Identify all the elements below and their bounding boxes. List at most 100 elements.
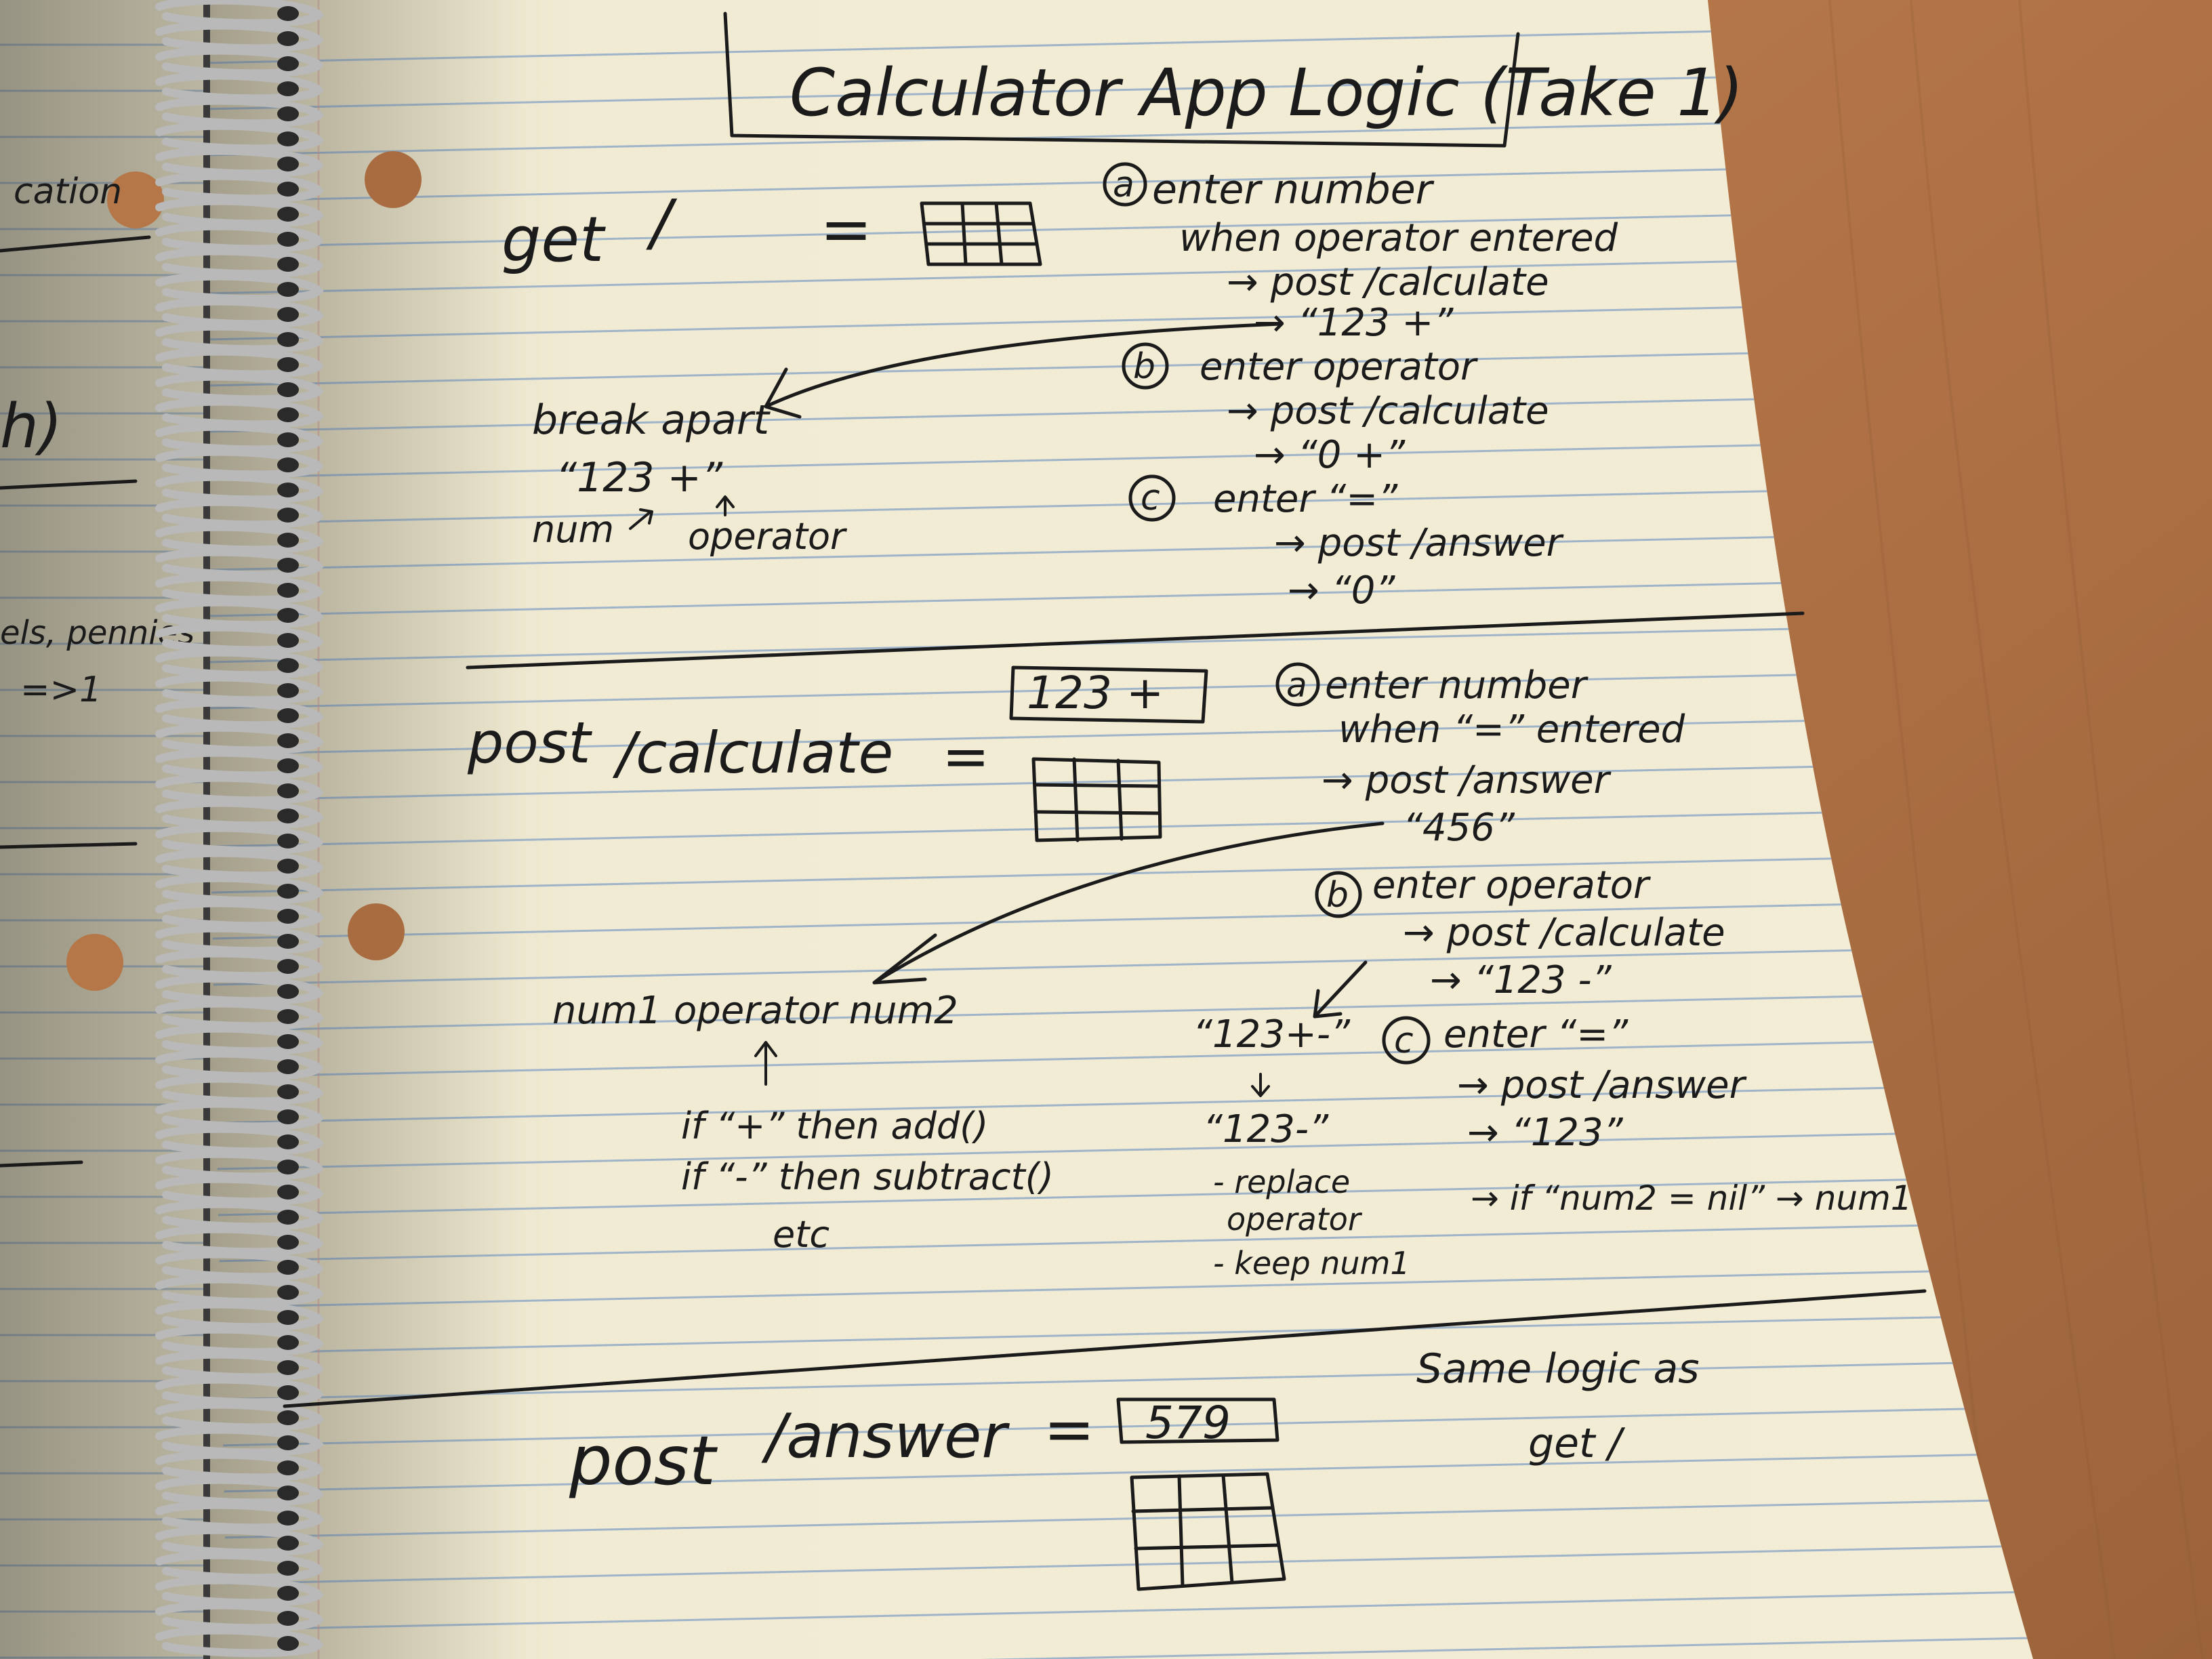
get-step-c-marker: c [1141, 478, 1160, 518]
get-step-c-line-2: → post /answer [1274, 521, 1564, 565]
spiral-hole [277, 508, 299, 523]
calculate-rule-1: if “+” then add() [681, 1105, 988, 1147]
calculate-section-divider [283, 1289, 1927, 1408]
spiral-hole [277, 357, 299, 372]
spiral-hole [277, 1084, 299, 1099]
spiral-hole [277, 1285, 299, 1300]
calculate-step-c-line-3: → “123” [1467, 1111, 1624, 1155]
spiral-hole [277, 382, 299, 397]
calculate-step-b-line-3: → “123 -” [1430, 958, 1612, 1002]
spiral-hole [277, 1235, 299, 1250]
calculate-display-value: 123 + [1027, 667, 1164, 719]
spiral-hole [277, 1586, 299, 1601]
spiral-hole [277, 1636, 299, 1651]
get-step-a-line-3: → post /calculate [1227, 260, 1549, 304]
spiral-hole [277, 733, 299, 748]
get-arrow-up-operator [716, 495, 735, 516]
spiral-hole [277, 207, 299, 222]
calculate-long-arrow [872, 821, 1385, 985]
calculate-step-a-line-1: enter number [1325, 663, 1589, 708]
spiral-coil [155, 1626, 324, 1658]
calculate-replace-note-3: - keep num1 [1213, 1245, 1410, 1282]
calculate-route-label: post [467, 710, 592, 776]
punch-hole-right-1 [365, 151, 422, 208]
get-step-b-line-1: enter operator [1200, 345, 1478, 389]
get-section-divider [466, 611, 1805, 670]
spiral-hole [277, 1210, 299, 1225]
spiral-hole [277, 1009, 299, 1024]
spiral-hole [277, 1034, 299, 1049]
spiral-hole [277, 558, 299, 573]
get-route-label: get [501, 203, 606, 276]
calculate-equals: = [942, 723, 989, 790]
spiral-hole [277, 533, 299, 548]
calculator-grid-sketch-1 [920, 201, 1042, 266]
spiral-hole [277, 658, 299, 673]
get-step-c: c enter “=” → post /answer → “0” [1128, 474, 1564, 613]
spiral-hole [277, 1059, 299, 1074]
spiral-hole [277, 1410, 299, 1425]
spiral-binding [155, 0, 324, 1659]
spiral-hole [277, 608, 299, 623]
spiral-hole [277, 884, 299, 899]
calculate-step-b-line-2: → post /calculate [1403, 911, 1725, 955]
spiral-hole [277, 131, 299, 146]
spiral-hole [277, 1310, 299, 1325]
calculate-arrow-up-operator [754, 1041, 777, 1086]
title-box: Calculator App Logic (Take 1) [723, 12, 1744, 148]
spiral-hole [277, 808, 299, 823]
spiral-hole [277, 1435, 299, 1450]
section-get: get / = a enter number when operator ent… [466, 162, 1805, 670]
get-step-a: a enter number when operator entered → p… [1103, 162, 1618, 345]
left-fragment-2: h) [0, 391, 62, 462]
answer-route-path: /answer [761, 1401, 1010, 1472]
calculate-rule-2: if “-” then subtract() [681, 1155, 1054, 1198]
spiral-hole [277, 758, 299, 773]
get-equals: = [820, 193, 872, 266]
get-breakdown-num: num [532, 508, 614, 551]
calculate-step-a-line-2: when “=” entered [1338, 708, 1685, 752]
left-fragment-4: =>1 [20, 670, 102, 710]
spiral-hole [277, 332, 299, 347]
calculate-step-c-marker: c [1394, 1021, 1414, 1061]
spiral-hole [277, 1385, 299, 1400]
calculate-replace-to: “123-” [1203, 1107, 1329, 1151]
spiral-hole [277, 483, 299, 497]
spiral-hole [277, 257, 299, 272]
calculate-step-b: b enter operator → post /calculate → “12… [1315, 863, 1725, 1002]
spiral-hole [277, 232, 299, 247]
get-step-b-marker: b [1133, 346, 1155, 387]
calculator-grid-sketch-3 [1130, 1472, 1286, 1591]
spiral-hole [277, 1335, 299, 1350]
spiral-hole [277, 1134, 299, 1149]
spiral-hole [277, 182, 299, 197]
answer-note-2: get / [1528, 1420, 1626, 1467]
spiral-hole [277, 6, 299, 21]
calculate-replace-note-2: operator [1227, 1201, 1363, 1237]
calculate-display-box: 123 + [1009, 665, 1208, 724]
spiral-hole [277, 683, 299, 698]
spiral-hole [277, 708, 299, 723]
get-step-b-line-3: → “0 +” [1254, 433, 1406, 477]
spiral-hole [277, 1511, 299, 1525]
answer-display-value: 579 [1145, 1397, 1231, 1449]
spiral-hole [277, 31, 299, 46]
calculate-rule-3: etc [773, 1213, 830, 1256]
spiral-hole [277, 1360, 299, 1375]
calculate-replace-from: “123+-” [1193, 1012, 1351, 1057]
spiral-hole [277, 407, 299, 422]
get-step-c-line-3: → “0” [1288, 569, 1395, 613]
get-step-b-line-2: → post /calculate [1227, 389, 1549, 433]
get-step-a-marker: a [1113, 165, 1134, 205]
section-answer: post /answer = 579 Same logic as get / [569, 1345, 1700, 1591]
page-title: Calculator App Logic (Take 1) [790, 55, 1744, 131]
spiral-hole [277, 1460, 299, 1475]
calculate-step-a: a enter number when “=” entered → post /… [1275, 662, 1685, 850]
calculate-step-b-line-1: enter operator [1372, 863, 1651, 907]
spiral-hole [277, 1536, 299, 1551]
calculate-step-a-line-3: → post /answer [1322, 758, 1612, 802]
get-step-c-line-1: enter “=” [1213, 477, 1398, 521]
get-breakdown-example: “123 +” [556, 454, 723, 501]
spiral-hole [277, 81, 299, 96]
